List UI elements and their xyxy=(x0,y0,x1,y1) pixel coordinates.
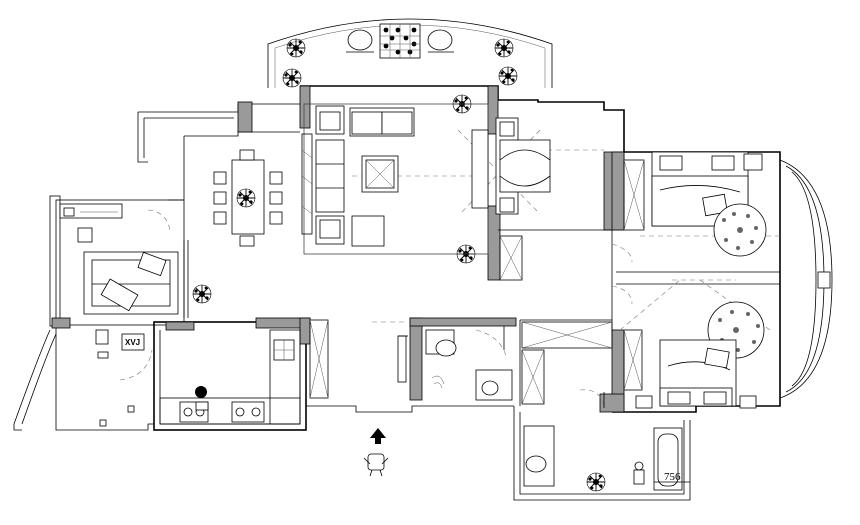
balcony-chair-right xyxy=(427,29,453,51)
entrance-arrow-icon xyxy=(370,428,386,444)
dimension-annotation: 756 xyxy=(654,471,690,483)
stove xyxy=(231,401,265,423)
balcony-furniture xyxy=(346,23,454,59)
living-room xyxy=(301,103,551,255)
tv-label: XVJ xyxy=(125,338,140,347)
entrance-marker xyxy=(363,428,389,477)
service-area: XVJ xyxy=(95,329,145,427)
kitchen xyxy=(159,329,301,425)
bath-washbasin xyxy=(525,455,547,473)
armchair-bottom-right xyxy=(351,215,385,247)
dimension-label: 756 xyxy=(664,471,681,483)
door-swings xyxy=(119,209,633,408)
guest-bathroom xyxy=(397,329,513,401)
sofa-left xyxy=(315,139,345,213)
second-bedroom xyxy=(635,301,765,409)
dining-area xyxy=(213,149,283,247)
bath-toilet xyxy=(633,469,645,485)
balcony-chair-left xyxy=(347,29,373,51)
balcony-top-arc xyxy=(267,18,553,88)
toilet xyxy=(435,339,457,357)
interior-partitions xyxy=(183,159,780,406)
study-desk xyxy=(59,203,123,219)
study-room xyxy=(59,203,179,315)
master-bedroom xyxy=(651,151,767,257)
tv-box xyxy=(121,333,145,351)
master-bathroom xyxy=(523,425,683,491)
structural-walls xyxy=(51,85,625,413)
person-icon xyxy=(363,453,389,477)
